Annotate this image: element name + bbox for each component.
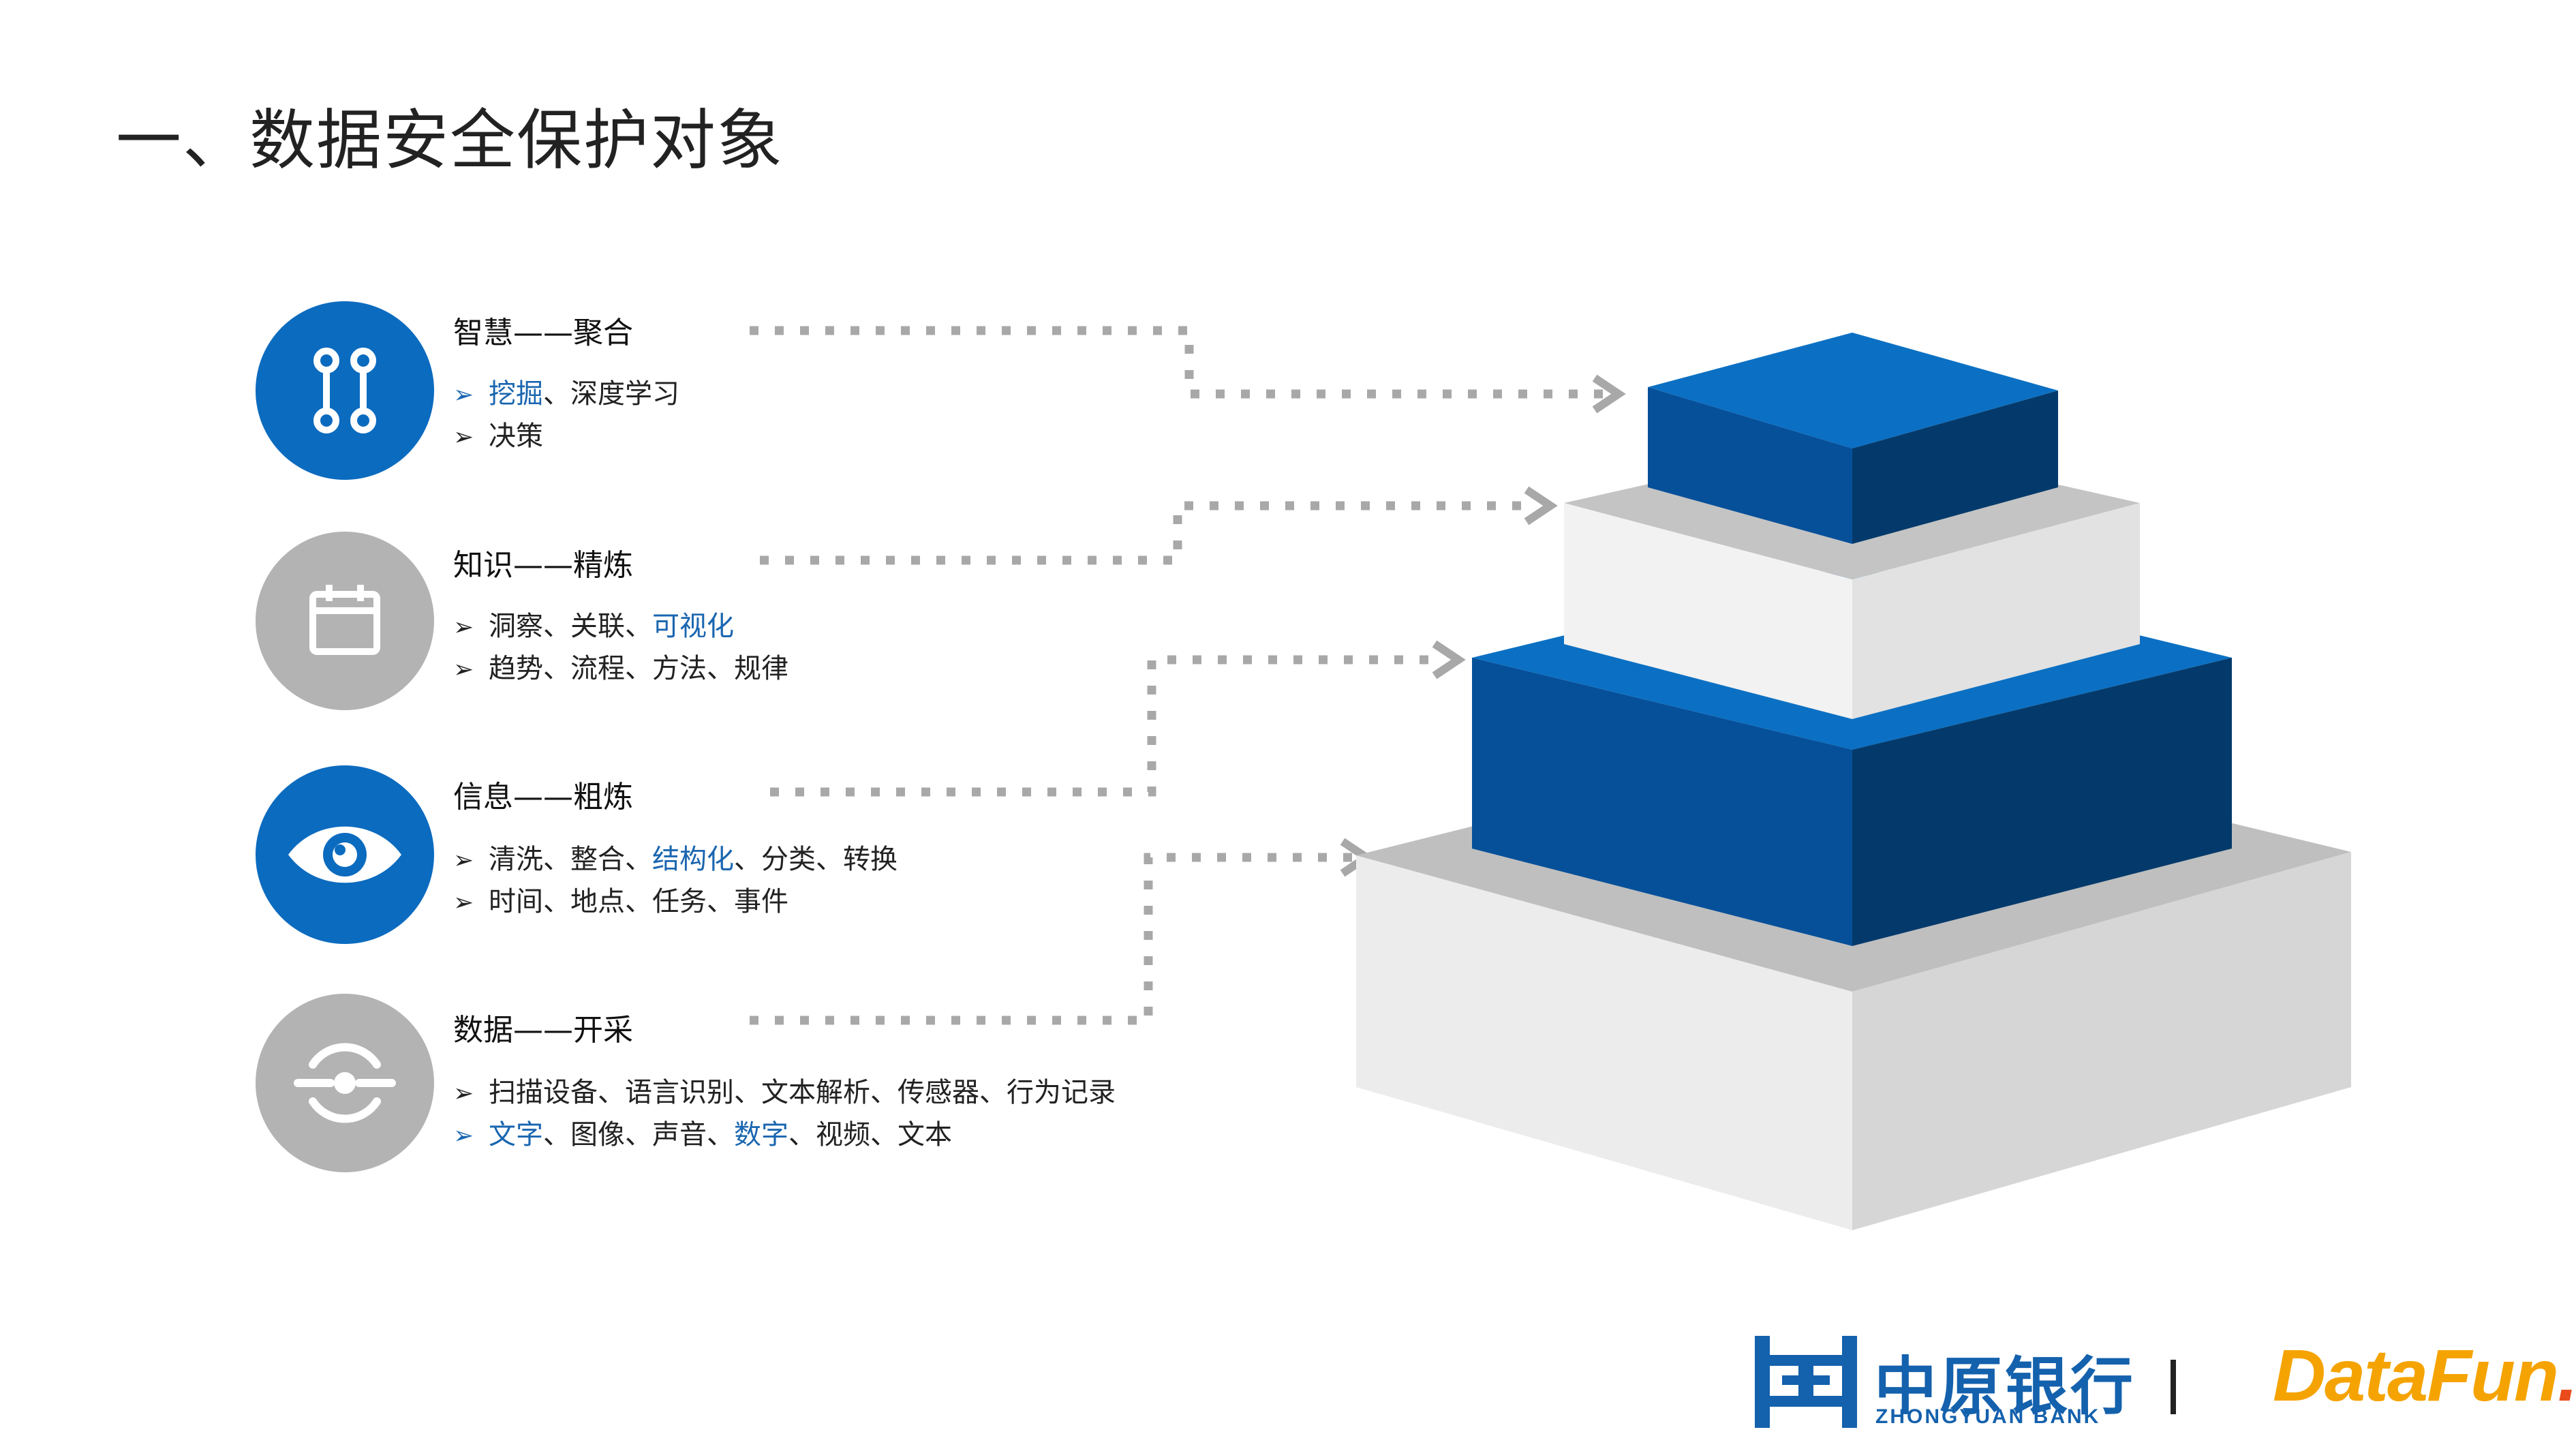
wisdom-bullet-1: ➢挖掘、深度学习 bbox=[453, 378, 679, 410]
information-bullet-2: ➢时间、地点、任务、事件 bbox=[453, 886, 788, 917]
data-circle bbox=[256, 994, 434, 1172]
arrow-bullet-icon: ➢ bbox=[453, 846, 474, 874]
tier-information-right bbox=[1852, 658, 2232, 946]
datafun-logo: DataFun. bbox=[2273, 1334, 2576, 1416]
tier-wisdom-right bbox=[1852, 391, 2058, 544]
wisdom-circle bbox=[256, 301, 434, 480]
information-bullet-1: ➢清洗、整合、结构化、分类、转换 bbox=[453, 844, 898, 875]
knowledge-heading: 知识——精炼 bbox=[453, 548, 633, 583]
knowledge-bullet-1: ➢洞察、关联、可视化 bbox=[453, 611, 734, 642]
wisdom-heading: 智慧——聚合 bbox=[453, 316, 633, 350]
tier-knowledge-left bbox=[1564, 503, 1852, 719]
arrow-bullet-icon: ➢ bbox=[453, 1080, 474, 1108]
arrow-bullet-icon: ➢ bbox=[453, 1122, 474, 1150]
bank-name-cn: 中原银行 bbox=[1874, 1350, 2136, 1423]
eye-icon bbox=[288, 826, 401, 883]
tier-information-left bbox=[1472, 658, 1852, 946]
connector-data bbox=[750, 853, 1353, 1025]
data-bullet-2: ➢文字、图像、声音、数字、视频、文本 bbox=[453, 1119, 952, 1150]
connection-icon bbox=[313, 348, 376, 433]
tier-wisdom-left bbox=[1648, 387, 1852, 544]
zhongyuan-bank-logo-icon bbox=[1755, 1336, 1857, 1428]
knowledge-circle bbox=[256, 532, 434, 710]
data-flow-icon bbox=[294, 1043, 396, 1123]
bank-name-en: ZHONGYUAN BANK bbox=[1875, 1405, 2101, 1428]
wisdom-bullet-2: ➢决策 bbox=[453, 421, 543, 452]
logo-separator bbox=[2171, 1360, 2176, 1414]
arrow-bullet-icon: ➢ bbox=[453, 656, 474, 684]
arrow-bullet-icon: ➢ bbox=[453, 613, 474, 641]
connector-wisdom bbox=[750, 326, 1605, 399]
data-bullet-1: ➢扫描设备、语言识别、文本解析、传感器、行为记录 bbox=[453, 1077, 1116, 1108]
connector-knowledge bbox=[760, 501, 1537, 565]
arrow-bullet-icon: ➢ bbox=[453, 889, 474, 917]
arrow-bullet-icon: ➢ bbox=[453, 381, 474, 409]
arrow-bullet-icon: ➢ bbox=[453, 423, 474, 451]
connector-information bbox=[770, 655, 1445, 797]
knowledge-bullet-2: ➢趋势、流程、方法、规律 bbox=[453, 653, 788, 684]
tier-data-right bbox=[1852, 852, 2351, 1230]
page-title: 一、数据安全保护对象 bbox=[116, 102, 784, 179]
data-heading: 数据——开采 bbox=[453, 1013, 633, 1048]
information-heading: 信息——粗炼 bbox=[453, 780, 633, 814]
tier-knowledge-right bbox=[1852, 503, 2140, 719]
tier-data-left bbox=[1356, 855, 1852, 1230]
information-circle bbox=[256, 765, 434, 944]
tier-wisdom-top bbox=[1648, 333, 2058, 448]
calendar-icon bbox=[309, 585, 380, 655]
